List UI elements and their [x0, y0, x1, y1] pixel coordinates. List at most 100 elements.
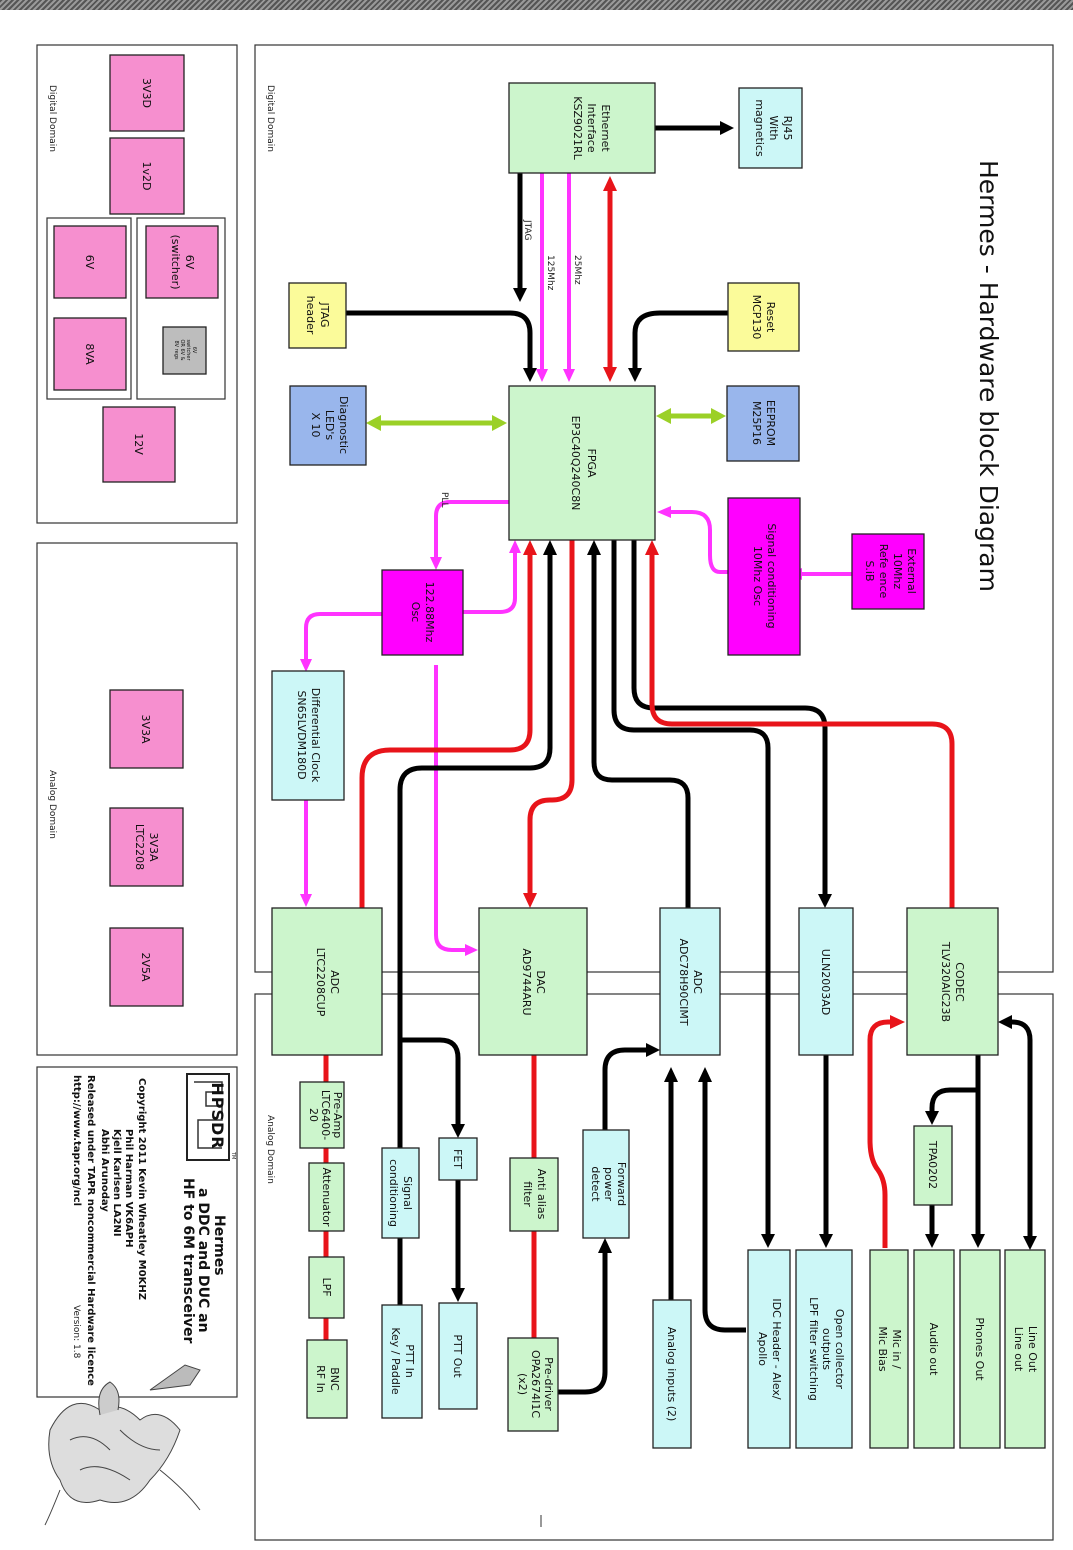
codec-block: CODECTLV320AIC23B: [906, 907, 999, 1056]
fpga-uln-link: [631, 540, 828, 895]
attenuator-label: Attenuator: [320, 1168, 333, 1227]
adc78-block: ADCADC78H90CIMT: [659, 907, 721, 1056]
sigcond-fpga-link: [670, 510, 728, 574]
svg-text:3V3ALTC2208: 3V3ALTC2208: [133, 824, 160, 870]
uln-label: ULN2003AD: [819, 949, 832, 1015]
idc-adc78-arrow: [698, 1067, 712, 1082]
rj45-label: RJ45Withmagnetics: [753, 99, 794, 157]
codec-phones-arrow: [971, 1234, 985, 1248]
digital-domain-label: Digital Domain: [265, 85, 275, 152]
svg-text:8VA: 8VA: [83, 343, 96, 365]
lpf-block: LPF: [308, 1256, 345, 1319]
adc-ltc-block: ADCLTC2208CUP: [271, 907, 383, 1056]
rj45-block: RJ45Withmagnetics: [738, 87, 803, 169]
switcher-frame: [46, 217, 132, 400]
fpga-dac-arrow: [523, 893, 537, 908]
power-3v3d: 3V3D: [109, 54, 185, 132]
osc-fpga-link: [463, 552, 517, 614]
fpga-label: FPGAEP3C40Q240C8N: [569, 416, 598, 511]
svg-text:12V: 12V: [132, 433, 145, 455]
osc-122-label: 122.88MhzOsc: [409, 582, 436, 643]
audioout-label: Audio out: [927, 1323, 940, 1376]
predriver-fwdpower-arrow: [598, 1238, 612, 1253]
phones-label: Phones Out: [973, 1317, 986, 1381]
osc-dac-link: [434, 665, 466, 952]
reset-link: [632, 310, 728, 370]
credit-author2: Phil Harman VK6APH: [123, 1129, 134, 1248]
external-ref-label: External10MhzRefe enceS.iB: [863, 544, 918, 599]
tpa-audioout-arrow: [925, 1234, 939, 1248]
pll-link: [434, 500, 510, 558]
ptt-out-label: PTT Out: [451, 1334, 464, 1378]
osc-dac-arrow: [465, 944, 478, 956]
fwdpower-adc78-arrow: [646, 1043, 660, 1057]
attenuator-block: Attenuator: [308, 1162, 345, 1232]
svg-text:3V3A: 3V3A: [139, 714, 152, 744]
audioout-block: Audio out: [913, 1249, 955, 1449]
svg-text:3V3D: 3V3D: [140, 78, 153, 108]
power-analog-frame: [36, 542, 238, 1056]
credit-author3: Kjell Karlsen LA2NI: [111, 1129, 122, 1237]
clk25-signal-label: 25Mhz: [572, 255, 582, 285]
external-ref-block: External10MhzRefe enceS.iB: [851, 533, 925, 610]
svg-text:6V: 6V: [83, 255, 96, 270]
fet-pttout-arrow: [451, 1288, 465, 1302]
sigcond-10mhz-block: Signal conditioning10Mhz Osc: [727, 497, 801, 656]
eth-fpga-arrow-down: [603, 367, 617, 382]
power-digital-label: Digital Domain: [47, 85, 57, 152]
diffclk-block: Differential ClockSN65LVDM180D: [271, 670, 345, 801]
power-digital-frame: [36, 44, 238, 524]
eeprom-label: EEPROMM25P16: [750, 400, 777, 446]
preamp-label: Pre-AmpLTC6400-20: [307, 1090, 344, 1140]
credit-desc1: a DDC and DUC an: [195, 1188, 211, 1333]
eeprom-arrow-right: [711, 408, 726, 424]
fpga-block: FPGAEP3C40Q240C8N: [508, 385, 656, 541]
fpga-idc-link: [611, 540, 771, 1235]
ethernet-label: EthernetInterfaceKSZ9021RL: [571, 96, 612, 160]
pll-arrow: [430, 557, 442, 570]
svg-text:6V(switcher): 6V(switcher): [169, 235, 196, 290]
phones-block: Phones Out: [959, 1249, 1001, 1449]
reset-arrow: [628, 368, 642, 382]
osc-diffclk-link: [304, 612, 382, 660]
dac-block: DACAD9744ARU: [478, 907, 588, 1056]
predriver-fwdpower-link: [556, 1250, 608, 1395]
lpf-label: LPF: [320, 1277, 333, 1296]
fpga-fet-link: [400, 1037, 461, 1125]
credit-frame: [36, 1066, 238, 1398]
leds-arrow-right: [492, 415, 507, 431]
credit-url: http://www.tapr.org/ncl: [71, 1075, 82, 1206]
clk25-arrow: [563, 369, 575, 382]
svg-text:TM: TM: [230, 1151, 236, 1159]
uln-block: ULN2003AD: [798, 907, 854, 1056]
codec-fpga-link: [649, 555, 955, 908]
idc-label: IDC Header - Alex/Apollo: [756, 1298, 783, 1400]
idc-adc78-link: [702, 1080, 746, 1333]
fpga-fet-arrow: [451, 1124, 465, 1138]
ptt-fpga-arrow: [543, 540, 557, 555]
osc-122-block: 122.88MhzOsc: [381, 569, 464, 656]
jtag-header-label: JTAGheader: [304, 296, 331, 335]
preamp-block: Pre-AmpLTC6400-20: [299, 1081, 345, 1149]
mic-codec-arrow: [890, 1015, 905, 1029]
ptt-in-label: PTT InKey / Paddle: [389, 1327, 416, 1395]
mic-codec-link: [867, 1019, 893, 1248]
analog-domain-label: Analog Domain: [265, 1115, 275, 1184]
dac-label: DACAD9744ARU: [520, 948, 547, 1015]
power-2v5a: 2V5A: [109, 927, 184, 1007]
hpsdr-logo: HPSDR TM: [186, 1073, 236, 1161]
jtag-header-block: JTAGheader: [288, 282, 347, 349]
credit-author4: Abhi Arunoday: [99, 1129, 110, 1212]
osc-fpga-arrow: [509, 540, 521, 553]
lineout-codec-arrow: [998, 1015, 1012, 1029]
sigcond-ptt-block: Signalconditioning: [381, 1147, 420, 1239]
clk125-arrow: [536, 369, 548, 382]
fwdpower-block: Forwardpowerdetect: [582, 1129, 630, 1239]
codec-fpga-arrow: [645, 540, 659, 555]
ethernet-block: EthernetInterfaceKSZ9021RL: [508, 82, 656, 174]
leds-label: DiagnosticLED'sX 10: [309, 396, 350, 454]
adc-ltc-label: ADCLTC2208CUP: [314, 948, 341, 1017]
hpsdr-text: HPSDR: [208, 1082, 227, 1149]
fpga-idc-arrow: [761, 1234, 775, 1248]
diagram-title: Hermes - Hardware block Diagram: [974, 160, 1003, 592]
